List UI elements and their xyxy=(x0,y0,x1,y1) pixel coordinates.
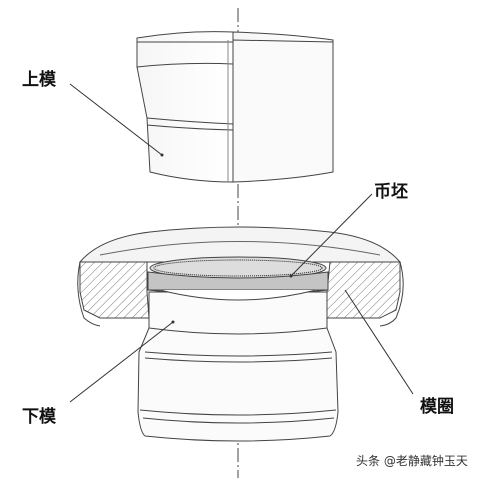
lower-die-label: 下模 xyxy=(22,407,56,427)
watermark: 头条 @老静藏钟玉天 xyxy=(356,454,468,468)
upper-die-label: 上模 xyxy=(22,70,56,90)
upper-die xyxy=(136,31,334,183)
coin-blank xyxy=(147,256,329,301)
die-ring-label: 模圈 xyxy=(420,397,454,417)
lower-die-leader xyxy=(69,321,174,403)
die-ring-leader xyxy=(344,289,414,395)
die-ring xyxy=(77,226,404,327)
coin-blank-label: 币坯 xyxy=(374,182,408,202)
coin-blank-leader xyxy=(290,193,373,277)
lower-die xyxy=(137,291,339,442)
upper-die-leader xyxy=(69,83,163,156)
